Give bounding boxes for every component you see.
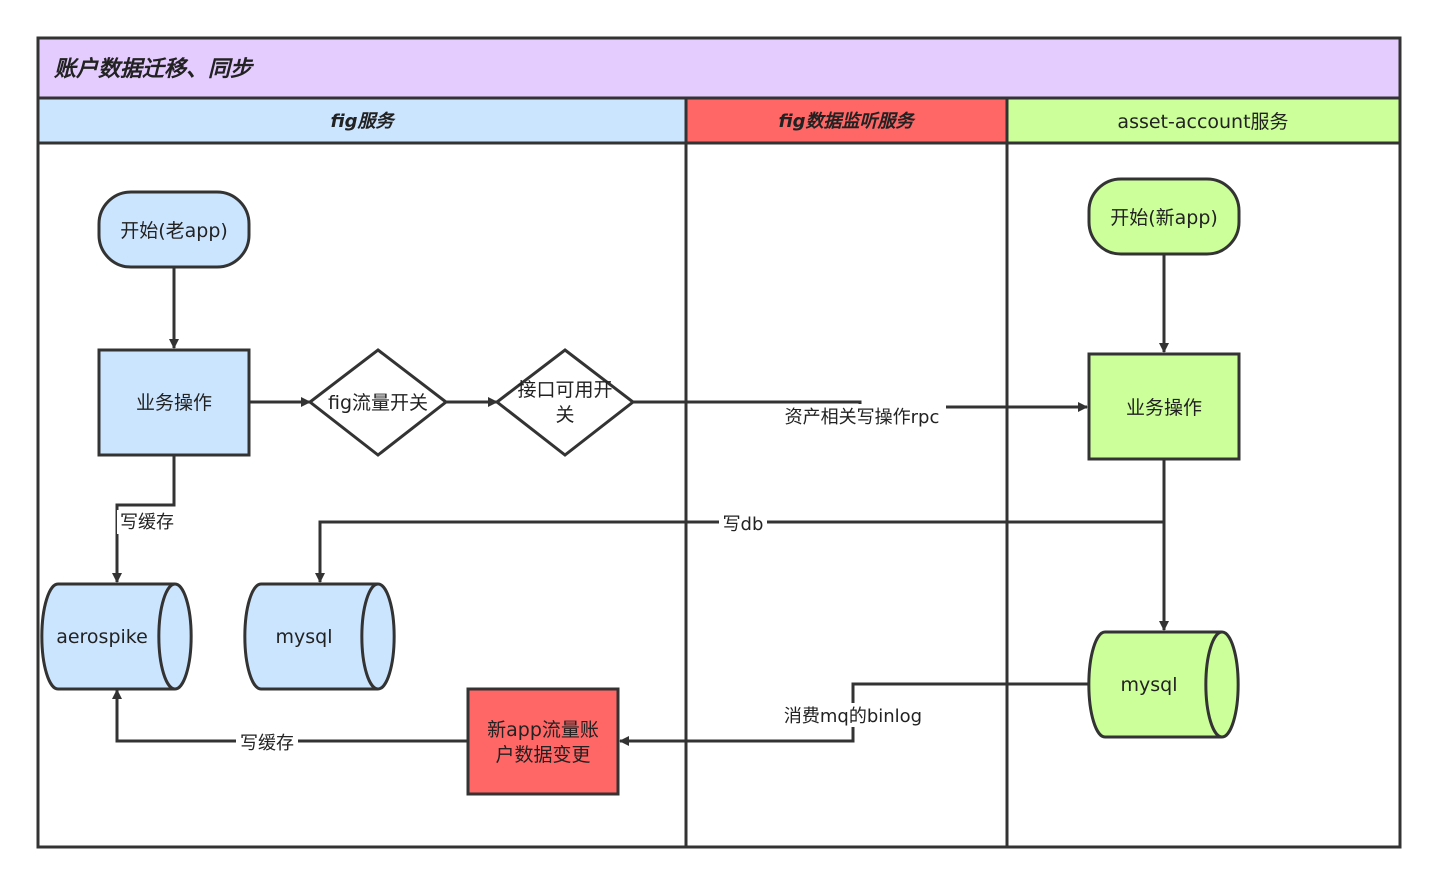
node-new-app-change <box>466 687 620 796</box>
title-bar <box>36 36 1402 100</box>
lane-label-fig: fig服务 <box>330 111 396 132</box>
node-aerospike <box>40 582 193 691</box>
node-biz-op-asset <box>1087 352 1241 461</box>
node-fig-switch <box>307 348 449 457</box>
node-new-app-change-label-1: 新app流量账 <box>487 719 599 741</box>
node-aerospike-label: aerospike <box>56 626 148 648</box>
edge-write-cache-2 <box>112 689 467 743</box>
node-api-switch-label-2: 关 <box>555 404 574 426</box>
edge-label-binlog: 消费mq的binlog <box>784 706 922 727</box>
node-biz-op-asset-label: 业务操作 <box>1126 397 1202 419</box>
node-biz-op-fig-label: 业务操作 <box>136 392 212 414</box>
node-start-old-app <box>97 190 251 269</box>
edge-write-db <box>315 520 1164 583</box>
edge-label-rpc: 资产相关写操作rpc <box>785 407 940 428</box>
node-fig-switch-label: fig流量开关 <box>328 392 428 414</box>
edge-write-cache-1 <box>112 455 176 583</box>
node-biz-op-fig <box>97 348 251 457</box>
node-api-switch <box>494 348 636 457</box>
lane-label-listener: fig数据监听服务 <box>778 111 916 132</box>
diagram-title: 账户数据迁移、同步 <box>53 56 255 82</box>
edge-label-write-cache-1: 写缓存 <box>120 512 174 533</box>
lane-label-asset: asset-account服务 <box>1117 111 1288 133</box>
node-mysql-asset-label: mysql <box>1121 674 1178 696</box>
node-mysql-fig <box>243 582 396 691</box>
node-api-switch-label-1: 接口可用开 <box>517 379 612 401</box>
node-mysql-fig-label: mysql <box>276 626 333 648</box>
node-mysql-asset <box>1087 630 1240 739</box>
edge-label-write-db: 写db <box>723 514 764 535</box>
node-start-old-app-label: 开始(老app) <box>120 220 228 242</box>
node-start-new-app <box>1087 177 1241 256</box>
node-start-new-app-label: 开始(新app) <box>1110 207 1218 229</box>
lane-header-fig <box>36 96 688 145</box>
node-new-app-change-label-2: 户数据变更 <box>495 744 590 766</box>
edge-label-write-cache-2: 写缓存 <box>240 733 294 754</box>
lane-header-asset <box>1005 96 1402 145</box>
